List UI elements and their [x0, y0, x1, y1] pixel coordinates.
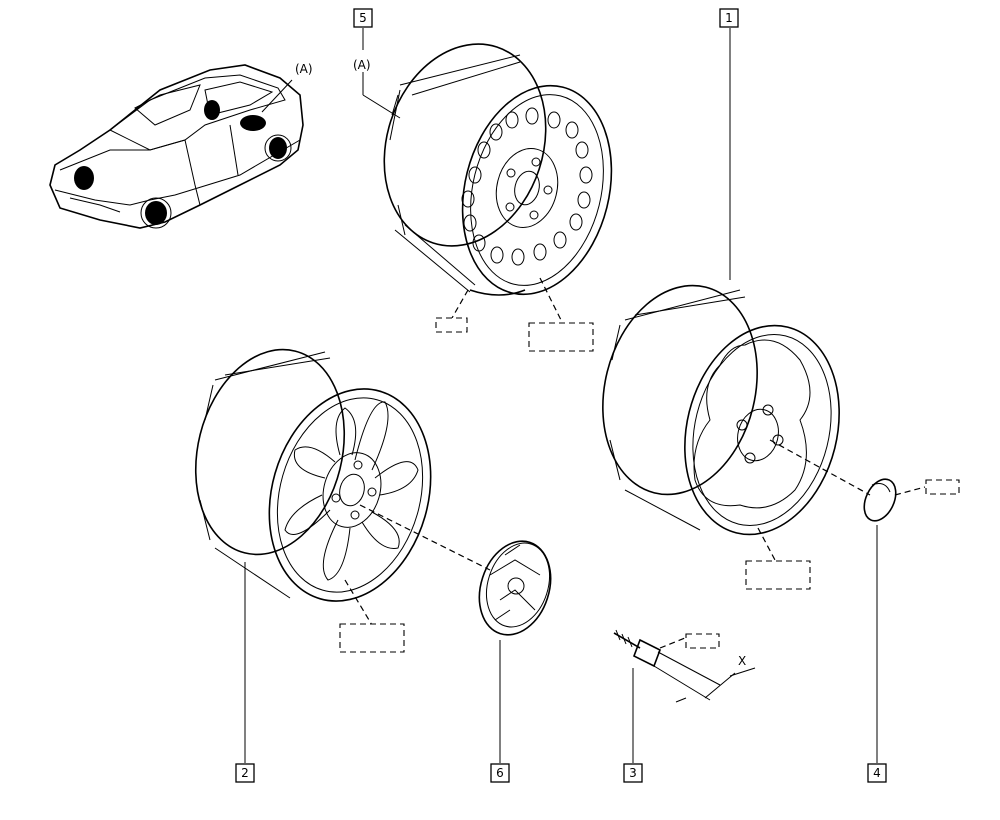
center-cap-4 — [863, 478, 926, 763]
callout-1: 1 — [719, 8, 739, 28]
wheel-2-ref-box — [339, 623, 405, 653]
steel-wheel-5: (A) — [353, 28, 613, 323]
wheel-5-ref-box-a — [435, 317, 468, 333]
svg-text:2: 2 — [241, 766, 249, 780]
callout-2: 2 — [235, 763, 255, 783]
wheel-5-vent-holes — [461, 107, 593, 266]
wheel-cover-6 — [478, 540, 552, 763]
cap-4-ref-box — [925, 479, 960, 495]
svg-text:3: 3 — [629, 766, 637, 780]
wheel-2-spokes — [284, 401, 419, 581]
alloy-wheel-2 — [194, 348, 491, 763]
svg-text:5: 5 — [359, 11, 367, 25]
wheel-label-a: (A) — [353, 58, 371, 72]
wheel-5-ref-box-b — [528, 322, 594, 352]
callout-5: 5 — [353, 8, 373, 28]
svg-text:6: 6 — [496, 766, 504, 780]
dimension-x-label: X — [738, 654, 746, 668]
callout-3: 3 — [623, 763, 643, 783]
callout-6: 6 — [490, 763, 510, 783]
car-illustration: (A) — [49, 62, 313, 229]
alloy-wheel-1 — [602, 28, 871, 561]
wheel-bolt-3: X — [613, 629, 756, 763]
car-label-a: (A) — [295, 62, 313, 76]
callout-4: 4 — [867, 763, 887, 783]
bolt-3-ref-box — [685, 633, 720, 649]
svg-text:4: 4 — [873, 766, 881, 780]
svg-text:1: 1 — [725, 11, 733, 25]
wheel-1-ref-box — [745, 560, 811, 590]
